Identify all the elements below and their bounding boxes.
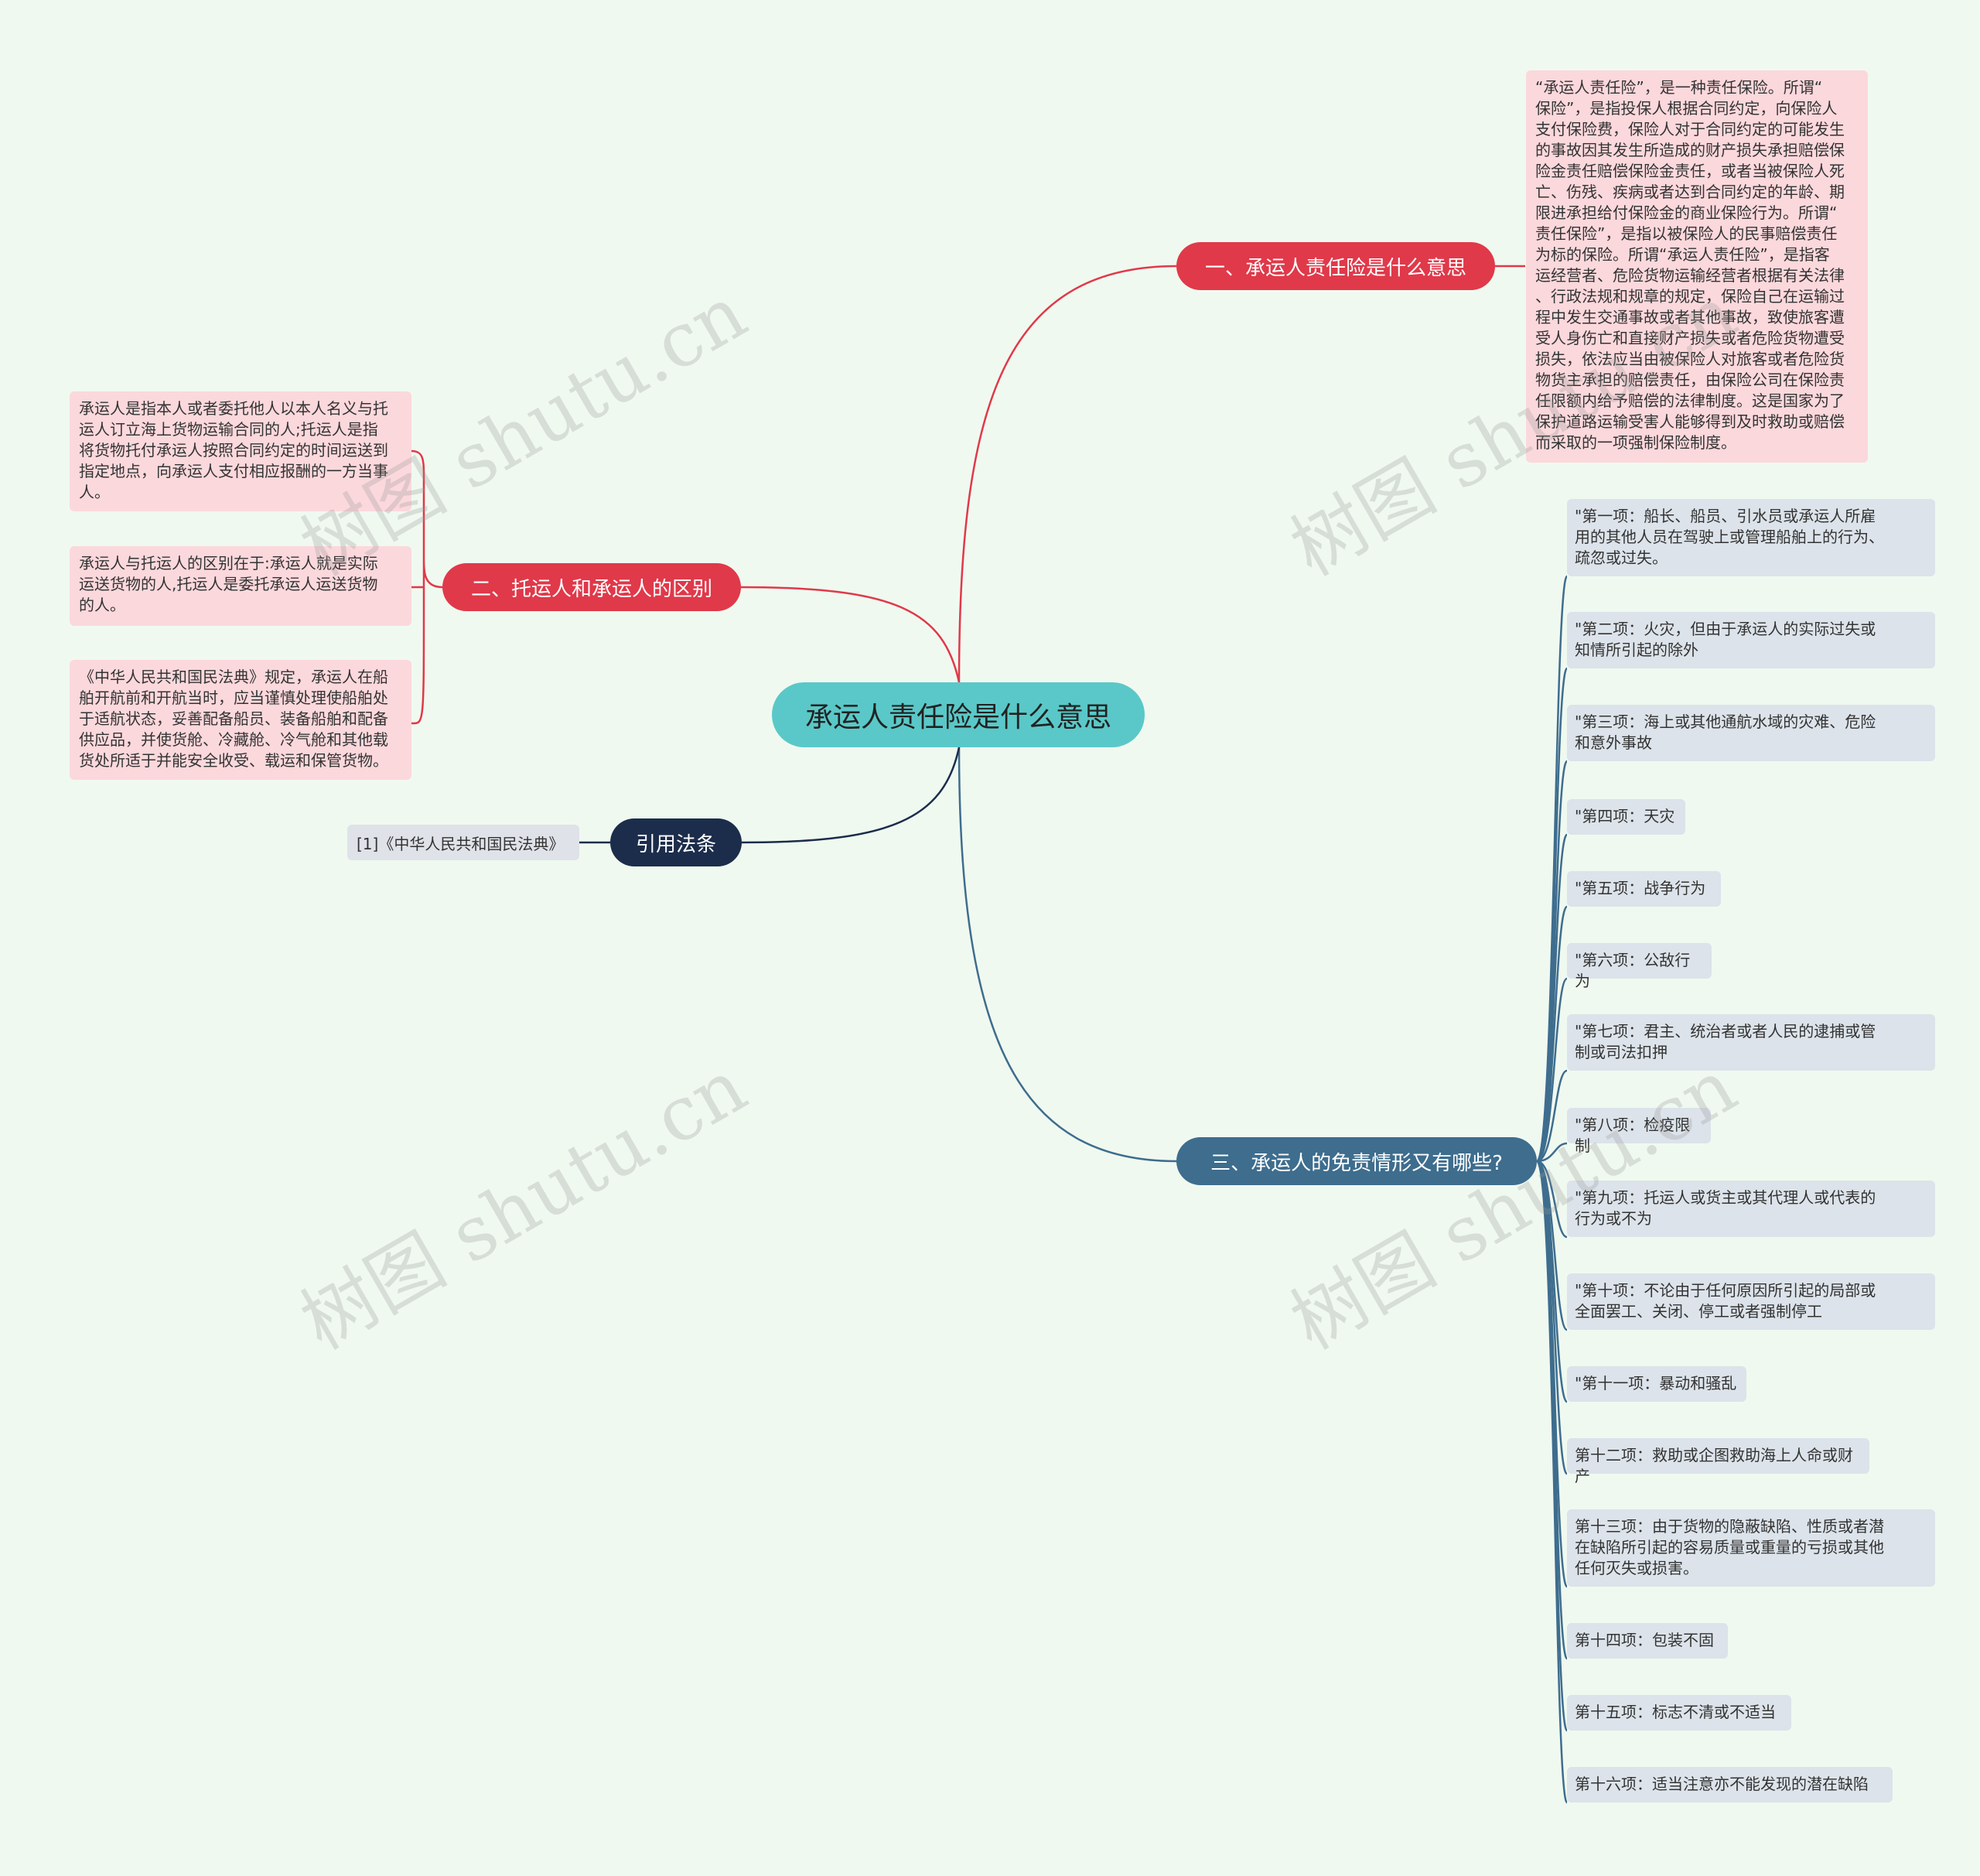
note-difference-1: 承运人是指本人或者委托他人以本人名义与托 运人订立海上货物运输合同的人;托运人是… xyxy=(70,391,411,511)
branch-difference[interactable]: 二、托运人和承运人的区别 xyxy=(442,563,741,611)
exemption-item: "第六项：公敌行为 xyxy=(1567,943,1712,990)
connector-exemption xyxy=(1536,977,1569,1163)
connector-exemption xyxy=(1536,1142,1568,1163)
exemption-item: "第七项：君主、统治者或者人民的逮捕或管 制或司法扣押 xyxy=(1567,1014,1935,1071)
note-difference-2: 承运人与托运人的区别在于:承运人就是实际 运送货物的人,托运人是委托承运人运送货… xyxy=(70,546,411,626)
connector-root-b3 xyxy=(958,747,1177,1163)
exemption-item: 第十四项：包装不固 xyxy=(1567,1623,1728,1659)
exemption-item: "第五项：战争行为 xyxy=(1567,871,1721,907)
exemption-item: "第三项：海上或其他通航水域的灾难、危险 和意外事故 xyxy=(1567,705,1935,761)
exemption-item: "第十项：不论由于任何原因所引起的局部或 全面罢工、关闭、停工或者强制停工 xyxy=(1567,1273,1935,1330)
exemption-item: "第一项：船长、船员、引水员或承运人所雇 用的其他人员在驾驶上或管理船舶上的行为… xyxy=(1567,499,1935,576)
exemption-item: 第十六项：适当注意亦不能发现的潜在缺陷 xyxy=(1567,1767,1893,1803)
exemption-item: "第九项：托运人或货主或其代理人或代表的 行为或不为 xyxy=(1567,1181,1935,1237)
exemption-item: 第十二项：救助或企图救助海上人命或财产 xyxy=(1567,1438,1869,1485)
branch-exemptions[interactable]: 三、承运人的免责情形又有哪些? xyxy=(1176,1137,1537,1185)
exemption-item: 第十三项：由于货物的隐蔽缺陷、性质或者潜 在缺陷所引起的容易质量或重量的亏损或其… xyxy=(1567,1509,1935,1587)
exemption-item: 第十五项：标志不清或不适当 xyxy=(1567,1695,1791,1731)
exemption-item: "第十一项：暴动和骚乱 xyxy=(1567,1366,1746,1402)
root-topic[interactable]: 承运人责任险是什么意思 xyxy=(772,682,1145,747)
exemption-item: "第二项：火灾，但由于承运人的实际过失或 知情所引起的除外 xyxy=(1567,612,1935,668)
note-meaning: “承运人责任险”，是一种责任保险。所谓“ 保险”，是指投保人根据合同约定，向保险… xyxy=(1526,70,1868,463)
connector-root-b1 xyxy=(958,265,1177,683)
connector-exemption xyxy=(1535,1160,1569,1804)
exemption-item: "第八项：检疫限制 xyxy=(1567,1108,1711,1155)
connector-exemption xyxy=(1536,1069,1568,1163)
connector-b2-bracket xyxy=(411,449,443,725)
citation-item: [1]《中华人民共和国民法典》 xyxy=(347,825,579,860)
connector-exemption xyxy=(1536,905,1569,1163)
exemption-item: "第四项：天灾 xyxy=(1567,799,1685,835)
branch-meaning[interactable]: 一、承运人责任险是什么意思 xyxy=(1176,242,1495,290)
branch-citations[interactable]: 引用法条 xyxy=(610,818,742,866)
connector-exemption xyxy=(1536,1160,1568,1239)
connector-root-b4 xyxy=(741,747,961,844)
connector-root-b2 xyxy=(740,586,961,683)
note-difference-3: 《中华人民共和国民法典》规定，承运人在船 舶开航前和开航当时，应当谨慎处理使船舶… xyxy=(70,660,411,780)
connector-exemption xyxy=(1536,1160,1569,1331)
